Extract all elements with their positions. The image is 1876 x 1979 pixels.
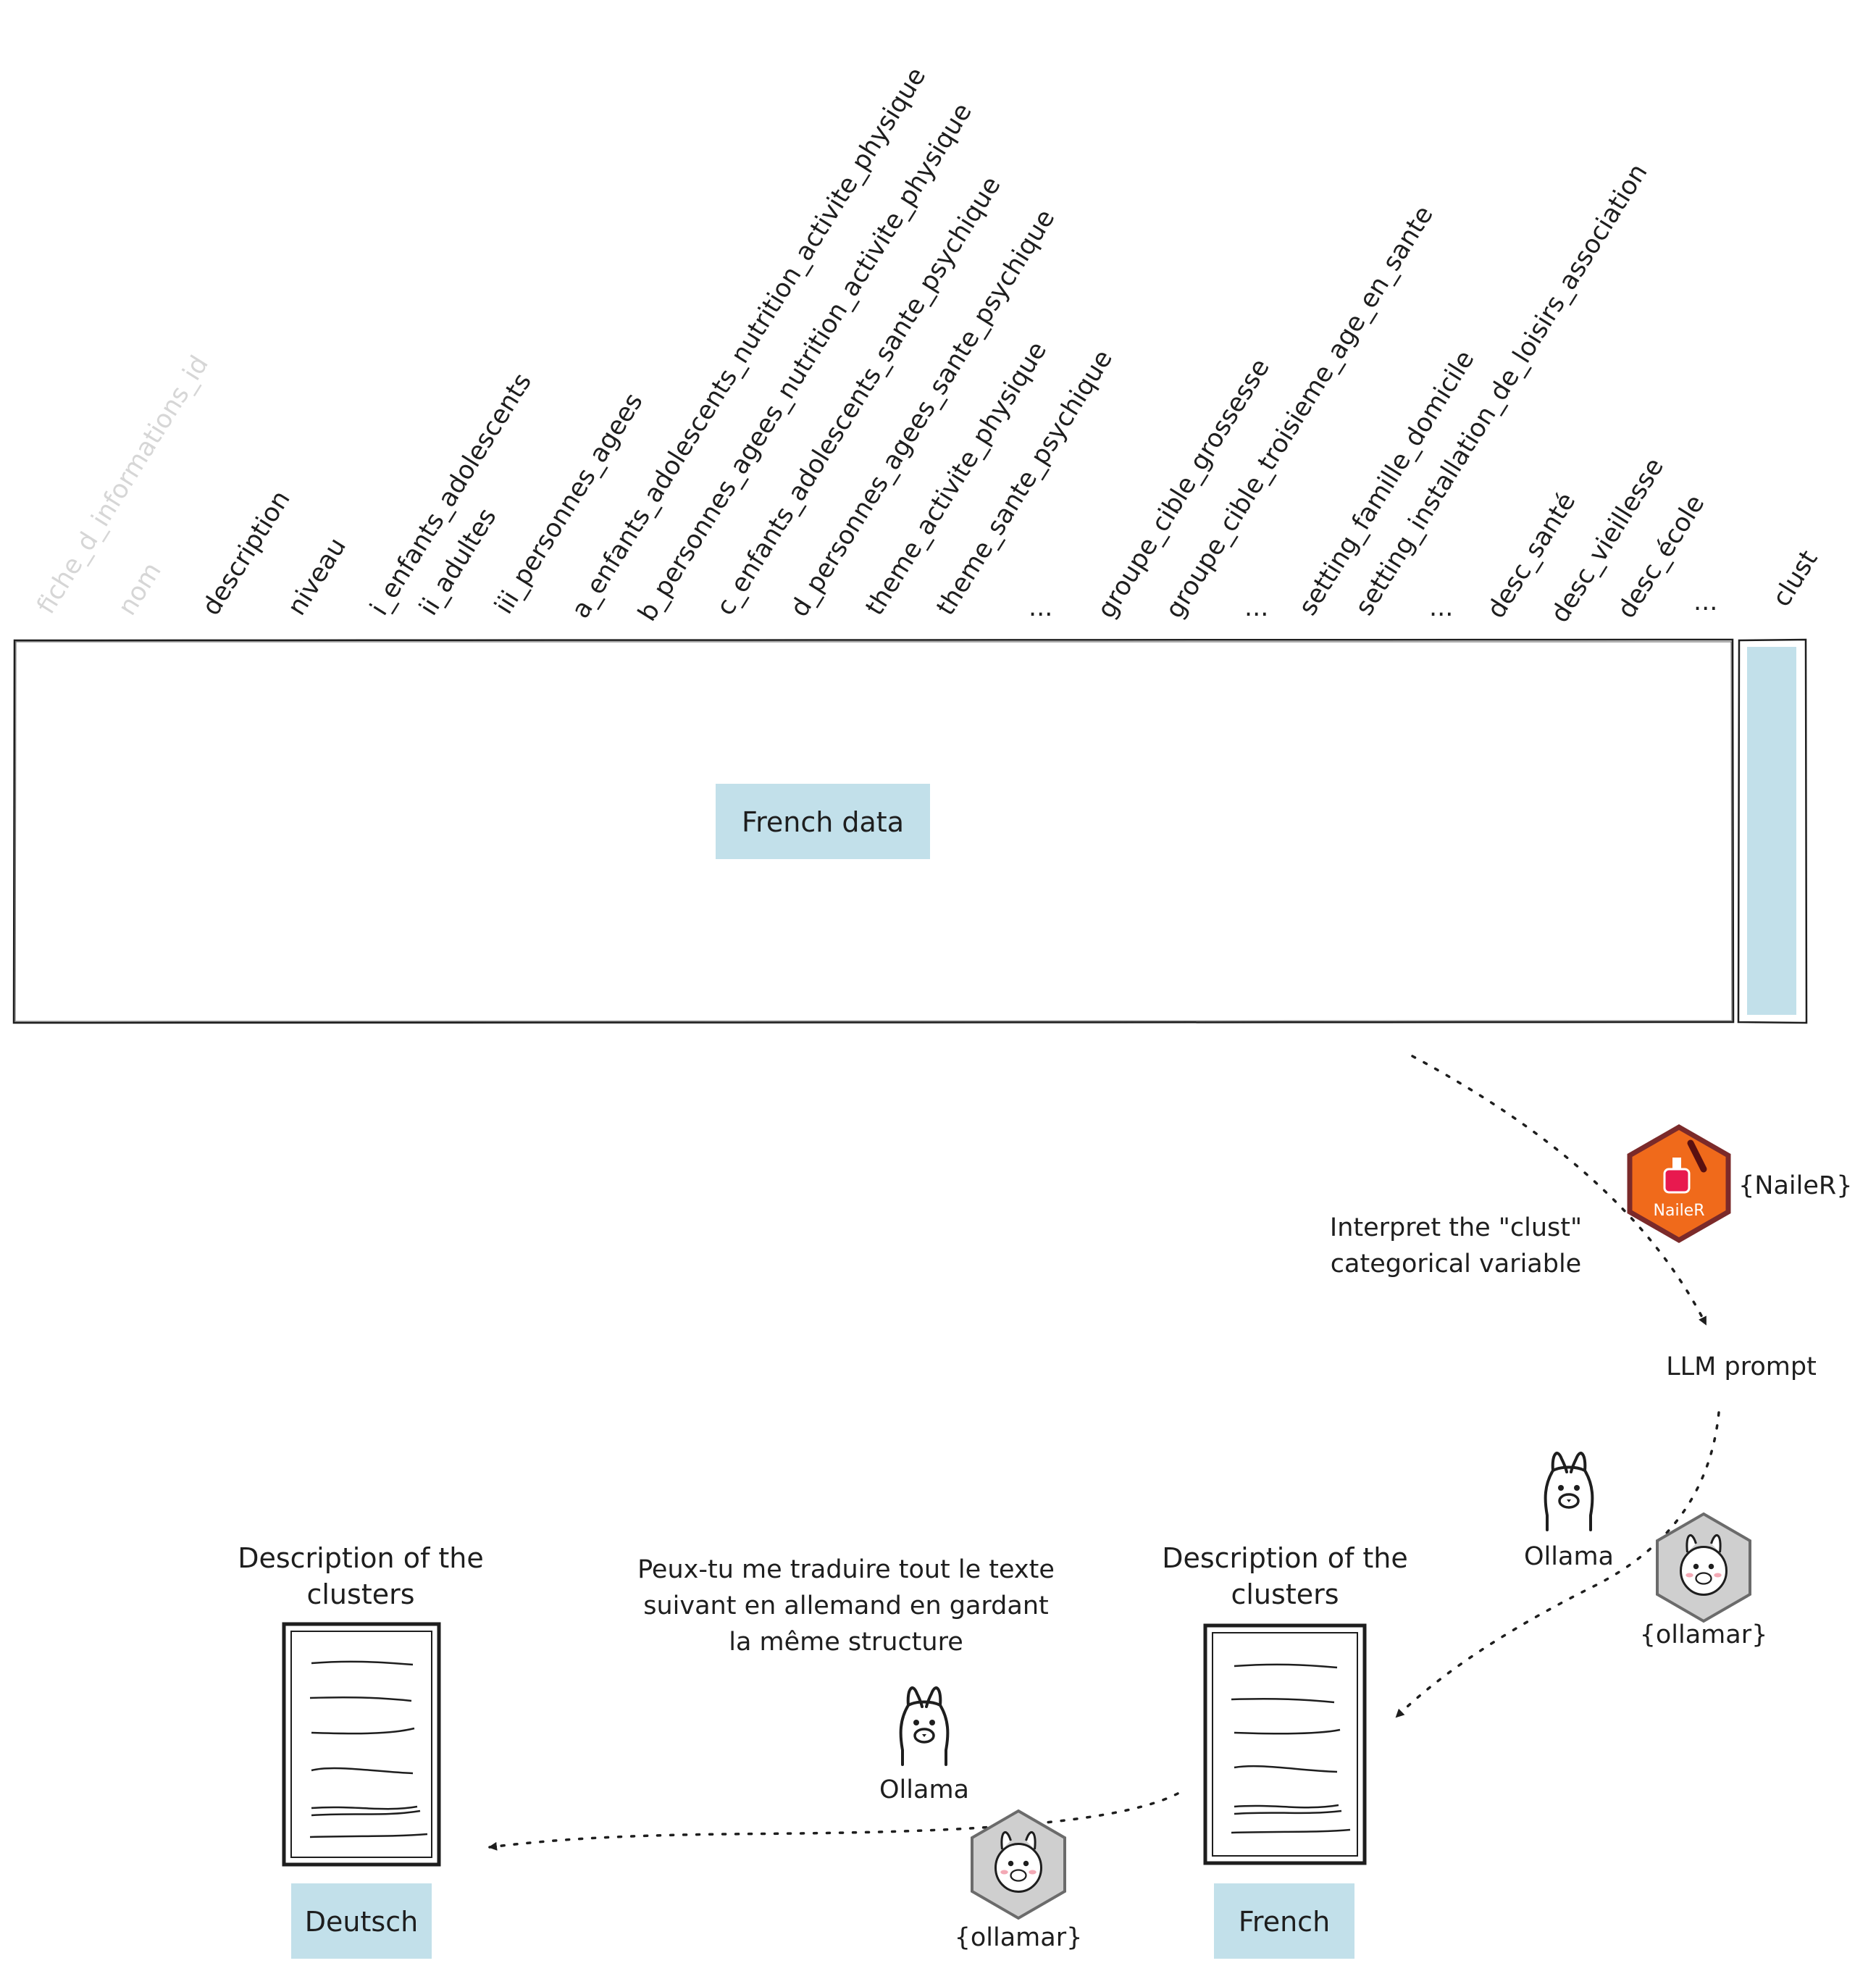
translate-prompt-line1: Peux-tu me traduire tout le texte (637, 1555, 1055, 1584)
french-document-icon (1203, 1623, 1367, 1865)
ollama-icon-bottom (899, 1686, 950, 1766)
nail-polish-icon (1663, 1168, 1691, 1194)
clust-column (1737, 638, 1808, 1024)
column-header-13: ... (1029, 593, 1052, 622)
french-doc-title-line1: Description of the (1162, 1542, 1408, 1574)
translate-prompt-line3: la même structure (729, 1628, 963, 1657)
ollama-icon-top (1544, 1452, 1594, 1531)
llm-prompt-label: LLM prompt (1666, 1352, 1817, 1381)
nailer-caption: {NaileR} (1738, 1171, 1852, 1200)
column-header-23: ... (1693, 587, 1717, 616)
french-data-table: French data (12, 638, 1735, 1024)
clust-column-fill (1747, 647, 1796, 1015)
nailer-logo: NaileR (1627, 1124, 1731, 1244)
column-header-6: iii_personnes_agees (490, 388, 649, 619)
column-header-9: c_enfants_adolescents_sante_psychique (711, 172, 1007, 621)
arrow-prompt-to-french-doc (1395, 1411, 1720, 1718)
column-header-24: clust (1767, 545, 1824, 612)
french-tag-bg (1214, 1883, 1354, 1959)
deutsch-doc-title-line1: Description of the (238, 1542, 484, 1574)
arrow-table-to-nailer (1411, 1055, 1707, 1326)
column-header-1: nom (113, 558, 167, 621)
ollamar-label-bottom: {ollamar} (955, 1923, 1083, 1952)
column-header-2: description (197, 486, 296, 621)
deutsch-tag: Deutsch (305, 1906, 418, 1938)
deutsch-tag-bg (291, 1883, 432, 1959)
ollama-label-top: Ollama (1524, 1542, 1614, 1571)
deutsch-document-icon (282, 1622, 441, 1867)
french-tag: French (1239, 1906, 1330, 1938)
column-header-19: ... (1429, 593, 1453, 622)
ollamar-logo-top (1656, 1512, 1751, 1623)
ollamar-logo-bottom (971, 1809, 1066, 1920)
arrow-french-to-deutsch (488, 1792, 1179, 1851)
ollamar-label-top: {ollamar} (1640, 1620, 1768, 1649)
interpret-note-line1: Interpret the "clust" (1330, 1213, 1582, 1242)
ollama-label-bottom: Ollama (879, 1775, 969, 1804)
column-header-16: ... (1244, 593, 1268, 622)
deutsch-doc-title-line2: clusters (306, 1578, 414, 1610)
interpret-note-line2: categorical variable (1331, 1250, 1581, 1279)
french-data-label-bg (716, 784, 930, 859)
translate-prompt-line2: suivant en allemand en gardant (643, 1591, 1049, 1620)
column-header-0: fiche_d_informations_id (32, 351, 214, 619)
nailer-badge-text: NaileR (1654, 1202, 1705, 1220)
french-data-label: French data (742, 806, 904, 838)
column-header-3: niveau (282, 533, 352, 621)
column-header-21: desc_vieillesse (1546, 453, 1670, 628)
french-doc-title-line2: clusters (1231, 1578, 1339, 1610)
